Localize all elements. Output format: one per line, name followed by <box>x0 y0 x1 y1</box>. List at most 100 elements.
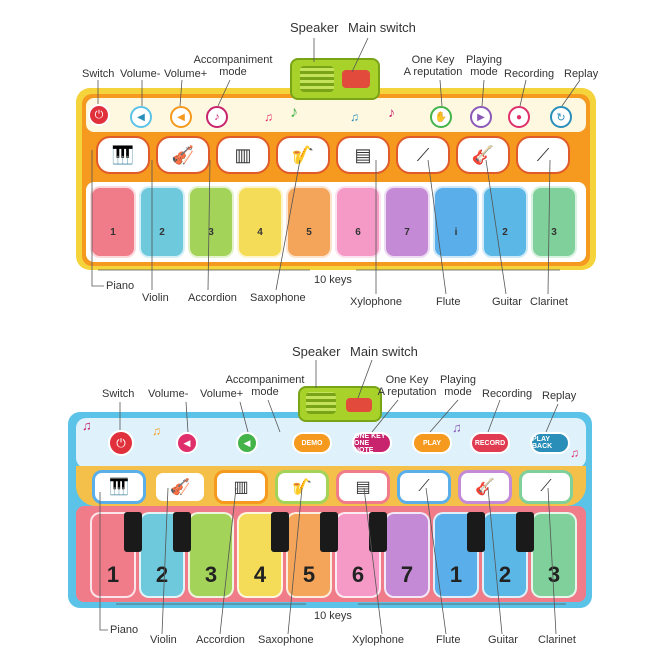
accompaniment-label: Accompaniment mode <box>225 374 305 398</box>
volume-up-button[interactable]: ◀ <box>236 432 258 454</box>
instrument-button[interactable]: 🎹 <box>96 136 150 174</box>
black-key[interactable] <box>320 512 338 552</box>
main-switch[interactable] <box>346 398 372 412</box>
top-mat-button-strip <box>86 98 586 132</box>
recording-button[interactable]: ● <box>508 106 530 128</box>
instrument-button[interactable]: ⟋ <box>519 470 573 504</box>
instrument-button[interactable]: 🎻 <box>153 470 207 504</box>
accordion-label: Accordion <box>196 634 245 646</box>
mode-button[interactable]: RECORD <box>470 432 510 454</box>
instrument-button[interactable]: ▤ <box>336 136 390 174</box>
music-note-icon: ♫ <box>264 110 273 124</box>
guitar-label: Guitar <box>492 296 522 308</box>
black-key[interactable] <box>467 512 485 552</box>
piano-key[interactable]: 7 <box>384 186 430 258</box>
main-switch-label: Main switch <box>348 20 416 35</box>
mode-button[interactable]: ONE KEY ONE NOTE <box>352 432 392 454</box>
instrument-button[interactable]: ⟋ <box>396 136 450 174</box>
guitar-icon: 🎸 <box>475 479 495 496</box>
clarinet-label: Clarinet <box>538 634 576 646</box>
playing-mode-button[interactable]: ▶ <box>470 106 492 128</box>
instrument-button[interactable]: 🎹 <box>92 470 146 504</box>
music-note-icon: ♪ <box>388 104 395 120</box>
piano-key[interactable]: 6 <box>335 186 381 258</box>
speaker-plus-icon: ◀ <box>177 111 185 123</box>
mode-button[interactable]: PLAY BACK <box>530 432 570 454</box>
black-key[interactable] <box>271 512 289 552</box>
guitar-label: Guitar <box>488 634 518 646</box>
replay-button[interactable]: ↻ <box>550 106 572 128</box>
switch-label: Switch <box>82 68 115 80</box>
piano-key[interactable]: 7 <box>384 512 430 598</box>
black-key[interactable] <box>516 512 534 552</box>
violin-label: Violin <box>150 634 177 646</box>
xylophone-label: Xylophone <box>350 296 402 308</box>
music-note-icon: ♫ <box>452 420 462 435</box>
music-note-icon: ♫ <box>82 418 92 433</box>
accordion-label: Accordion <box>188 292 237 304</box>
one-key-button[interactable]: ✋ <box>430 106 452 128</box>
instrument-button[interactable]: 🎷 <box>275 470 329 504</box>
saxophone-label: Saxophone <box>258 634 314 646</box>
one-key-label: One Key A reputation <box>377 374 437 398</box>
flute-icon: ⟋ <box>418 478 430 495</box>
mode-button[interactable]: PLAY <box>412 432 452 454</box>
main-switch[interactable] <box>342 70 370 88</box>
black-key[interactable] <box>124 512 142 552</box>
instrument-button[interactable]: ▥ <box>214 470 268 504</box>
recording-label: Recording <box>504 68 555 80</box>
replay-label: Replay <box>564 68 599 80</box>
microphone-icon: ● <box>515 111 523 123</box>
piano-key[interactable]: 5 <box>286 186 332 258</box>
switch-button[interactable]: ⏻ <box>88 104 110 126</box>
flute-icon: ⟋ <box>416 144 430 165</box>
instrument-button[interactable]: ⟋ <box>397 470 451 504</box>
violin-icon: 🎻 <box>171 144 195 165</box>
speaker-minus-icon: ◀ <box>183 437 191 448</box>
xylophone-icon: ▤ <box>354 144 372 165</box>
piano-key[interactable]: 3 <box>531 512 577 598</box>
main-switch-label: Main switch <box>350 344 418 359</box>
piano-icon: 🎹 <box>111 144 135 165</box>
black-key[interactable] <box>173 512 191 552</box>
piano-key[interactable]: 1 <box>90 186 136 258</box>
clarinet-icon: ⟋ <box>536 144 550 165</box>
piano-key[interactable]: 3 <box>531 186 577 258</box>
accordion-icon: ▥ <box>233 479 249 496</box>
piano-key[interactable]: 3 <box>188 512 234 598</box>
instrument-button[interactable]: 🎷 <box>276 136 330 174</box>
instrument-button[interactable]: ⟋ <box>516 136 570 174</box>
instrument-button[interactable]: 🎸 <box>458 470 512 504</box>
volume-up-button[interactable]: ◀ <box>170 106 192 128</box>
switch-label: Switch <box>102 388 135 400</box>
instrument-button[interactable]: 🎸 <box>456 136 510 174</box>
black-key[interactable] <box>369 512 387 552</box>
piano-key[interactable]: 3 <box>188 186 234 258</box>
instrument-button[interactable]: ▥ <box>216 136 270 174</box>
one-key-label: One Key A reputation <box>403 54 463 78</box>
accompaniment-button[interactable]: ♪ <box>206 106 228 128</box>
volume-minus-label: Volume- <box>120 68 161 80</box>
switch-button[interactable]: ⏻ <box>108 430 134 456</box>
mode-button[interactable]: DEMO <box>292 432 332 454</box>
hand-icon: ✋ <box>434 111 448 123</box>
piano-key[interactable]: 2 <box>139 186 185 258</box>
speaker-plus-icon: ◀ <box>243 437 251 448</box>
flute-label: Flute <box>436 296 461 308</box>
music-note-icon: ♪ <box>290 104 298 121</box>
guitar-icon: 🎸 <box>471 144 495 165</box>
violin-label: Violin <box>142 292 169 304</box>
recording-label: Recording <box>482 388 533 400</box>
volume-down-button[interactable]: ◀ <box>130 106 152 128</box>
piano-key[interactable]: 2 <box>482 186 528 258</box>
instrument-button[interactable]: ▤ <box>336 470 390 504</box>
clarinet-icon: ⟋ <box>540 478 552 495</box>
accompaniment-label: Accompaniment mode <box>193 54 273 78</box>
volume-minus-label: Volume- <box>148 388 189 400</box>
piano-label: Piano <box>110 624 139 636</box>
piano-key[interactable]: i <box>433 186 479 258</box>
playing-mode-label: Playing mode <box>439 374 477 398</box>
volume-down-button[interactable]: ◀ <box>176 432 198 454</box>
instrument-button[interactable]: 🎻 <box>156 136 210 174</box>
piano-key[interactable]: 4 <box>237 186 283 258</box>
